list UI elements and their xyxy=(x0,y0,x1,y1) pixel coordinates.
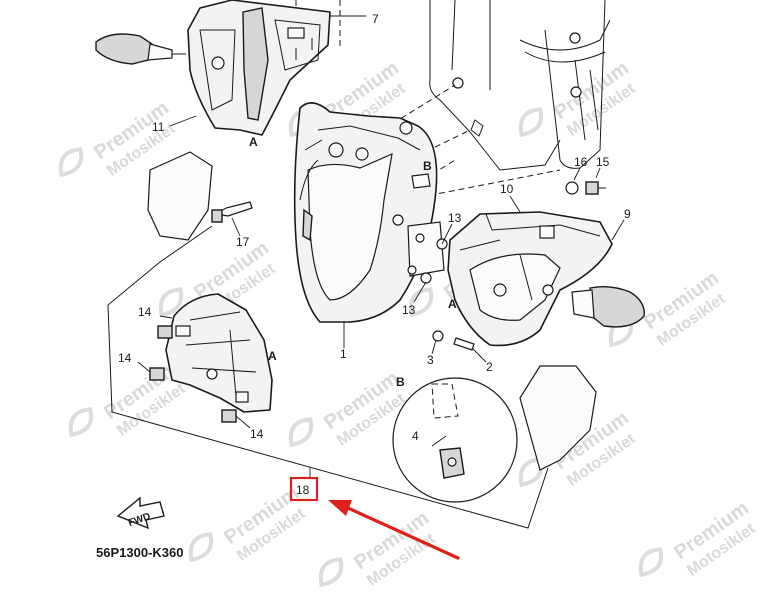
view-letter-a: A xyxy=(268,349,277,363)
watermark: Premium Motosiklet xyxy=(288,367,409,450)
rubber-pad-14 xyxy=(157,325,173,339)
view-letter-b: B xyxy=(423,159,432,173)
watermark: Premium Motosiklet xyxy=(188,482,309,565)
part-code: 56P1300-K360 xyxy=(96,545,183,560)
turn-signal-right xyxy=(571,285,645,328)
bolt-17 xyxy=(211,201,253,223)
callout-2: 2 xyxy=(486,360,493,374)
highlight-arrow xyxy=(328,500,460,560)
bolt-2-3 xyxy=(432,330,475,351)
fwd-arrow: FWD xyxy=(116,496,165,530)
inner-panel-right xyxy=(447,211,613,347)
watermark: Premium Motosiklet xyxy=(318,507,439,590)
side-cover-right xyxy=(519,365,597,471)
callout-3: 3 xyxy=(427,353,434,367)
callout-13-lower: 13 xyxy=(402,303,416,317)
callout-9: 9 xyxy=(624,207,631,221)
bolt-15-16 xyxy=(565,181,606,195)
callout-7: 7 xyxy=(372,12,379,26)
assembly-outline-18 xyxy=(107,225,549,529)
watermark: Premium Motosiklet xyxy=(518,57,639,140)
view-letter-a: A xyxy=(448,297,457,311)
inner-panel-upper xyxy=(187,0,331,136)
callout-16: 16 xyxy=(574,155,588,169)
callout-14-middle: 14 xyxy=(118,351,132,365)
view-letter-b: B xyxy=(396,375,405,389)
callout-11: 11 xyxy=(152,120,165,134)
rubber-pad-14 xyxy=(221,409,237,423)
detail-b-view xyxy=(392,377,518,503)
callout-18-highlight-box xyxy=(289,476,319,502)
turn-signal-left xyxy=(95,33,186,65)
callout-18[interactable]: 18 xyxy=(296,483,310,497)
clip-b xyxy=(411,173,431,189)
callout-10: 10 xyxy=(500,182,514,196)
watermark: Premium Motosiklet xyxy=(638,497,759,580)
callout-13-upper: 13 xyxy=(448,211,462,225)
panel-sheet-left xyxy=(147,151,213,241)
callout-15: 15 xyxy=(596,155,610,169)
callout-14-upper: 14 xyxy=(138,305,152,319)
cowling-main xyxy=(293,102,438,323)
callout-1: 1 xyxy=(340,347,347,361)
side-cover-left xyxy=(165,293,273,413)
leader-lines xyxy=(137,15,625,478)
callout-4: 4 xyxy=(412,429,419,443)
callout-14-lower: 14 xyxy=(250,427,264,441)
bracket-13 xyxy=(407,221,448,284)
view-letter-a: A xyxy=(249,135,258,149)
rubber-pad-14 xyxy=(149,367,165,381)
callout-17: 17 xyxy=(236,235,250,249)
